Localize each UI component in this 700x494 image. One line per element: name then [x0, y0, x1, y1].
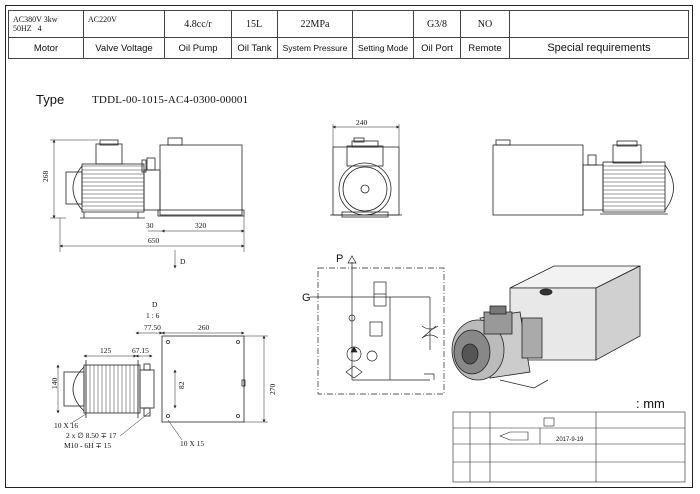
bottom-scale: 1 : 6	[146, 311, 160, 320]
remote-value: NO	[460, 10, 510, 38]
front-view	[65, 137, 245, 219]
rear-tank	[492, 144, 584, 216]
type-code: TDDL-00-1015-AC4-0300-00001	[92, 94, 249, 106]
oil-pump-header: Oil Pump	[164, 37, 232, 59]
oil-tank-value: 15L	[231, 10, 278, 38]
schematic-boundary	[317, 267, 445, 395]
bottom-tank-plate	[161, 335, 245, 423]
filter-symbol	[345, 365, 363, 379]
note-slot-left: 10 X 16	[54, 421, 78, 430]
side-tank	[332, 146, 400, 216]
dim-125: 125	[100, 346, 112, 355]
dim-67-15: 67.15	[132, 346, 149, 355]
side-motor-face	[338, 162, 392, 216]
hydraulic-schematic	[310, 255, 445, 395]
bottom-view	[63, 335, 246, 423]
isometric-view	[451, 265, 641, 389]
dim-270: 270	[268, 384, 277, 396]
port-p: P	[336, 253, 343, 265]
side-view-dimensions	[332, 124, 400, 147]
front-motor-body	[81, 163, 145, 213]
title-block	[452, 411, 686, 483]
rear-view	[492, 139, 674, 216]
type-label: Type	[36, 92, 65, 107]
dim-320: 320	[195, 221, 207, 230]
dim-140: 140	[50, 378, 59, 390]
dim-260: 260	[198, 323, 210, 332]
dim-650: 650	[148, 236, 160, 245]
rear-motor-body	[602, 161, 666, 213]
remote-header: Remote	[460, 37, 510, 59]
unit-label: : mm	[636, 396, 665, 411]
port-g: G	[302, 292, 311, 304]
view-marker-d: D	[180, 257, 186, 266]
drawing-sheet	[5, 5, 693, 488]
bottom-view-dimensions	[56, 331, 268, 441]
note-holes-1: 2 x ∅ 8.50 ∓ 17	[66, 431, 117, 440]
valve-voltage-value: AC220V	[83, 10, 165, 38]
front-tank	[159, 144, 243, 216]
dim-30: 30	[146, 221, 154, 230]
special-requirements-header: Special requirements	[509, 37, 689, 59]
dim-height-front: 268	[41, 171, 50, 183]
motor-header: Motor	[8, 37, 84, 59]
motor-symbol	[366, 350, 378, 362]
dim-82: 82	[177, 381, 186, 389]
side-view	[330, 137, 402, 218]
spec-table: AC380V 3kw 50HZ 4 AC220V 4.8cc/r 15L 22M…	[8, 10, 689, 59]
title-block-date: 2017-9-19	[556, 437, 584, 443]
bottom-motor	[83, 364, 141, 414]
bottom-title-d: D	[152, 300, 158, 309]
dim-240: 240	[356, 118, 368, 127]
front-view-dimensions	[50, 139, 245, 269]
note-holes-2: M10 - 6H ∓ 15	[64, 441, 111, 450]
dim-77-50: 77.50	[144, 323, 161, 332]
note-slot-right: 10 X 15	[180, 439, 204, 448]
